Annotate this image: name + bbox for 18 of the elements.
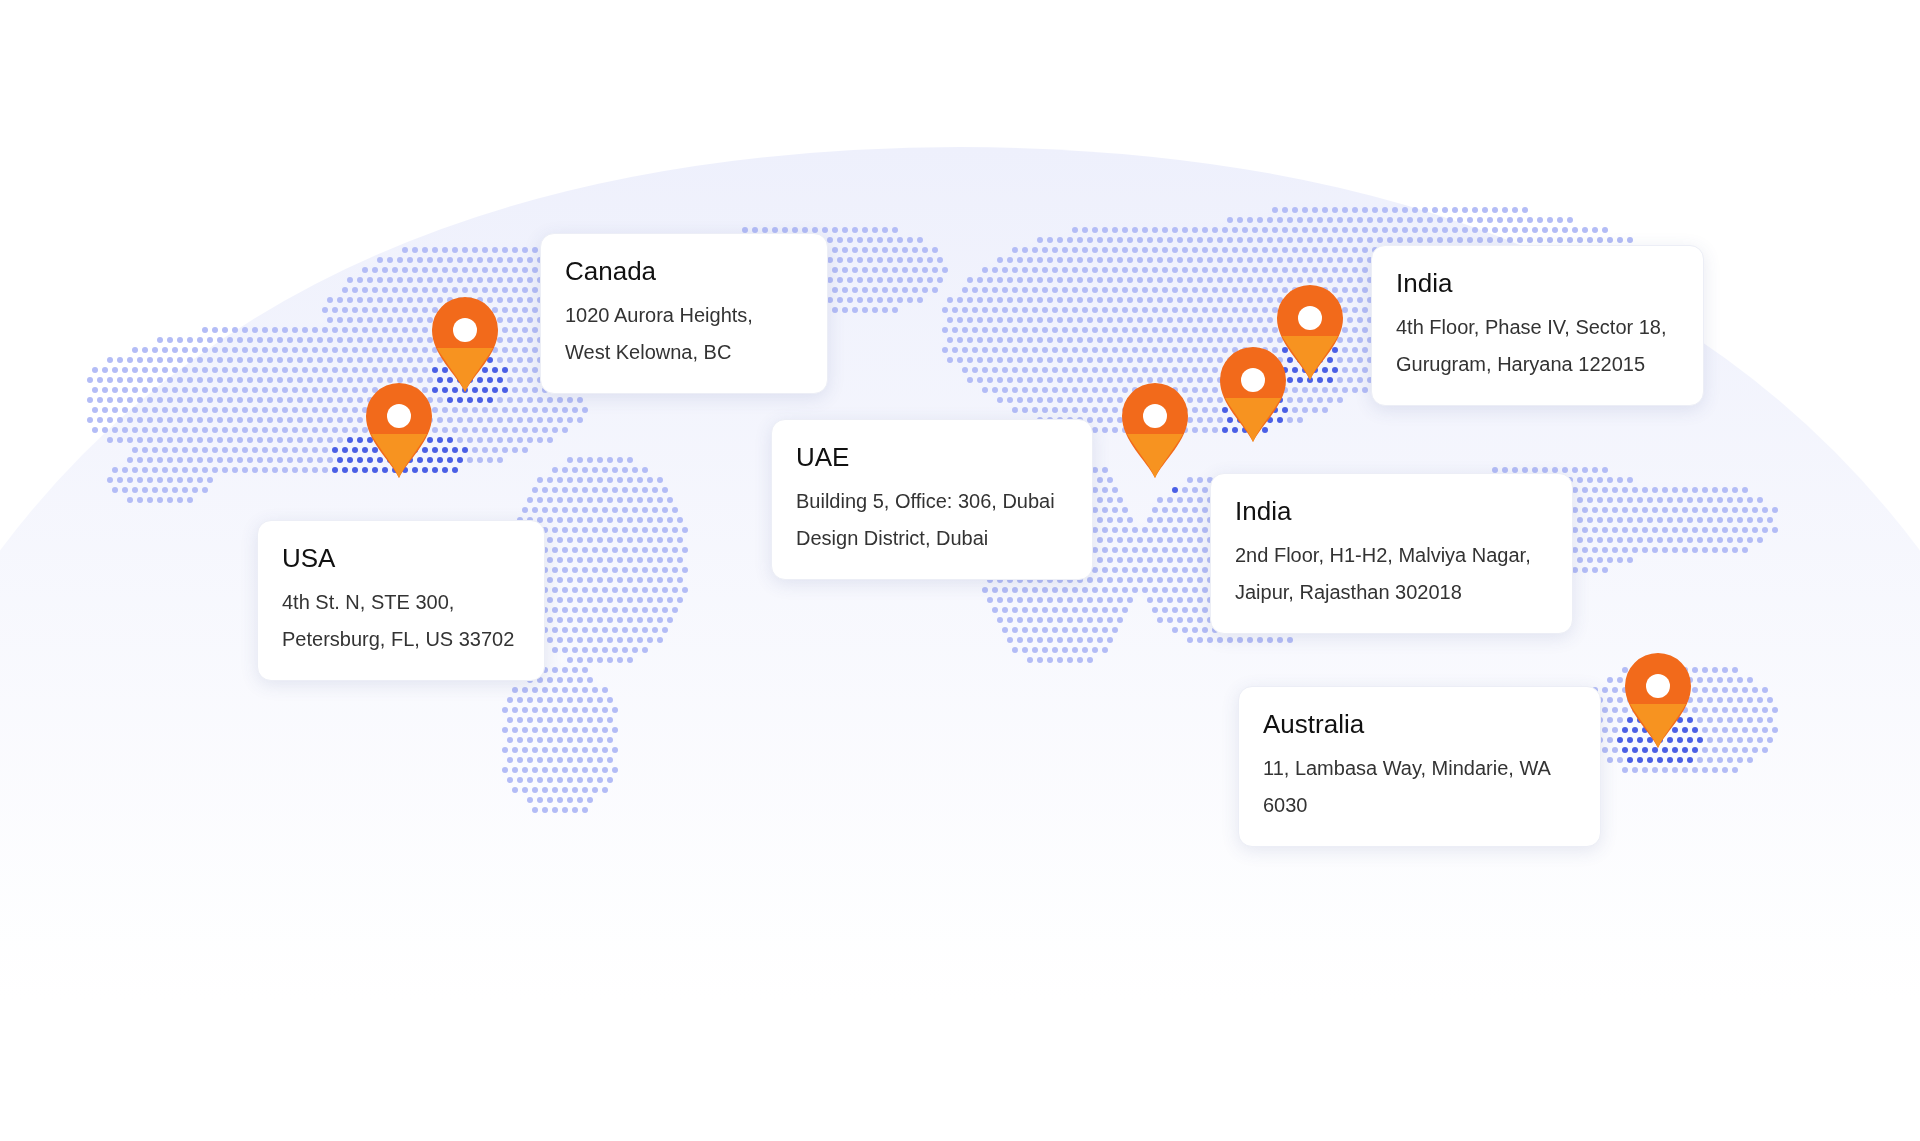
- address-text: 11, Lambasa Way, Mindarie, WA 6030: [1263, 756, 1552, 818]
- address-text: 4th Floor, Phase IV, Sector 18, Gurugram, Haryana 122015: [1396, 315, 1668, 377]
- address-card: [1210, 473, 1573, 634]
- address-card: [1238, 686, 1601, 847]
- address-text: Building 5, Office: 306, Dubai Design District, Dubai: [796, 489, 1056, 551]
- country-name: UAE: [796, 442, 851, 473]
- country-name: India: [1235, 496, 1293, 527]
- address-card: [257, 520, 545, 681]
- country-name: USA: [282, 543, 337, 574]
- address-text: 4th St. N, STE 300, Petersburg, FL, US 33702: [282, 590, 516, 652]
- address-card: [1371, 245, 1704, 406]
- address-text: 1020 Aurora Heights, West Kelowna, BC: [565, 303, 754, 365]
- address-card: [771, 419, 1093, 580]
- country-name: Canada: [565, 256, 658, 287]
- country-name: Australia: [1263, 709, 1366, 740]
- country-name: India: [1396, 268, 1454, 299]
- address-card: [540, 233, 828, 394]
- address-text: 2nd Floor, H1-H2, Malviya Nagar, Jaipur, Rajasthan 302018: [1235, 543, 1532, 605]
